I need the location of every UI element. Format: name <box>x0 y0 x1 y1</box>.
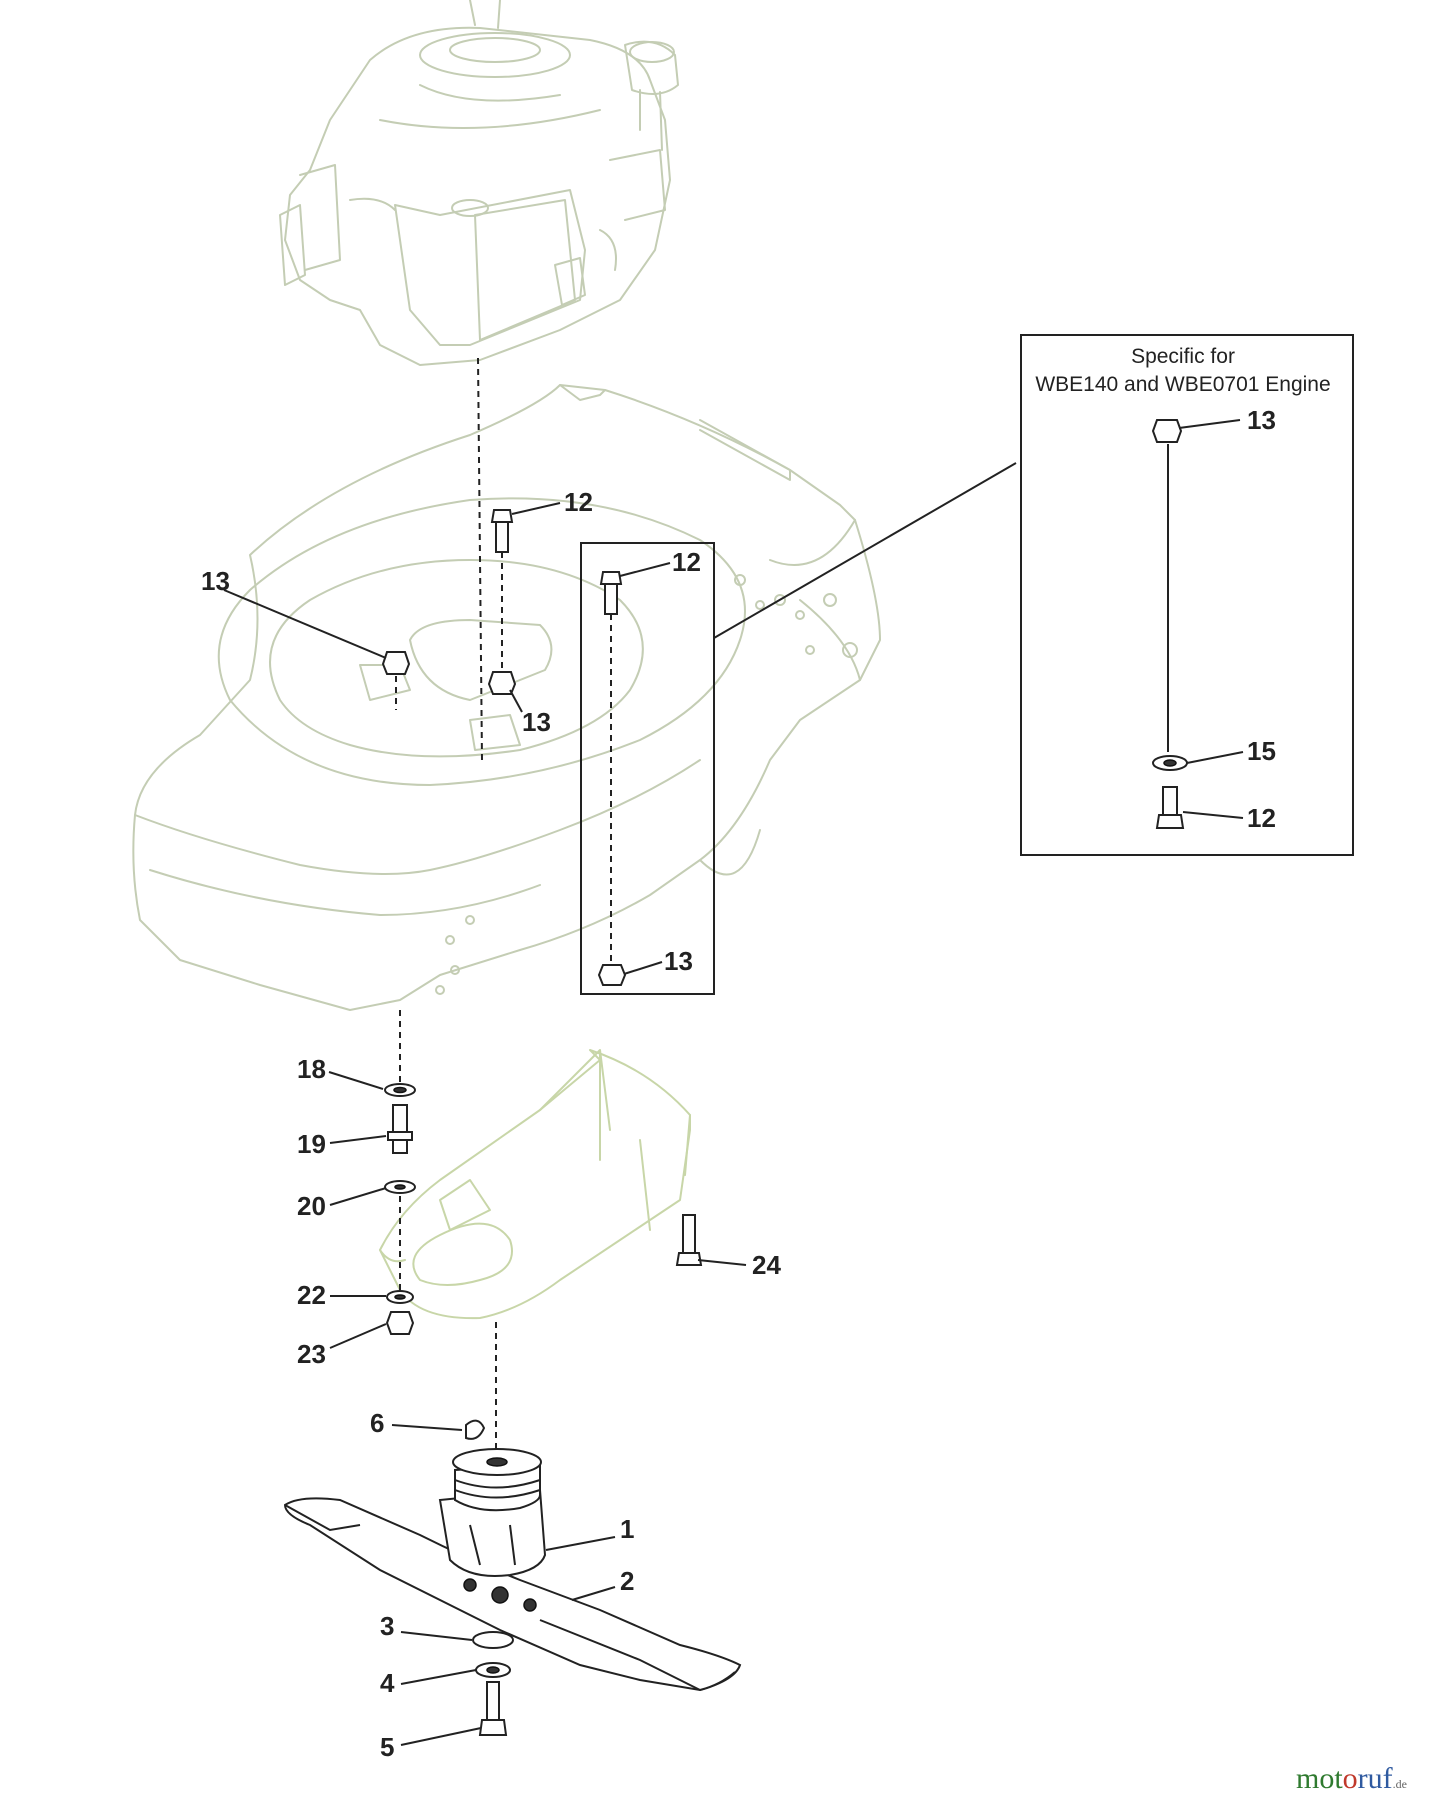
callout-leaders <box>223 419 1244 1746</box>
inset-title-line2: WBE140 and WBE0701 Engine <box>1035 373 1330 396</box>
callout-20: 20 <box>297 1191 326 1221</box>
deck-housing-illustration <box>132 384 881 1011</box>
watermark-logo: motoruf.de <box>1296 1762 1407 1795</box>
callout-22: 22 <box>297 1280 326 1310</box>
inset-callout-12: 12 <box>1247 803 1276 833</box>
callout-3: 3 <box>380 1611 394 1641</box>
callout-13-boxed: 13 <box>664 946 693 976</box>
callout-1: 1 <box>620 1514 634 1544</box>
callout-12-boxed: 12 <box>672 547 701 577</box>
engine-illustration <box>279 0 679 366</box>
callout-12-center: 12 <box>564 487 593 517</box>
alignment-lines <box>395 357 612 1450</box>
callout-labels: 12 13 13 12 13 18 19 20 22 23 24 6 1 2 3… <box>201 487 781 1762</box>
callout-4: 4 <box>380 1668 395 1698</box>
callout-6: 6 <box>370 1408 384 1438</box>
inset-title-line1: Specific for <box>1131 345 1235 368</box>
callout-23: 23 <box>297 1339 326 1369</box>
deck-hardware <box>381 419 1188 986</box>
callout-19: 19 <box>297 1129 326 1159</box>
callout-2: 2 <box>620 1566 634 1596</box>
inset-callout-15: 15 <box>1247 736 1276 766</box>
highlight-box <box>580 542 715 995</box>
callout-13-center: 13 <box>522 707 551 737</box>
baffle-illustration <box>379 1049 691 1320</box>
callout-13-left: 13 <box>201 566 230 596</box>
inset-connector-line <box>713 462 1017 639</box>
svg-text:motoruf.de: motoruf.de <box>1296 1762 1407 1795</box>
callout-24: 24 <box>752 1250 781 1280</box>
callout-5: 5 <box>380 1732 394 1762</box>
blade-assembly <box>283 1419 742 1736</box>
inset-box <box>1020 334 1354 856</box>
callout-18: 18 <box>297 1054 326 1084</box>
baffle-hardware <box>384 1083 703 1335</box>
inset-panel: Specific for WBE140 and WBE0701 Engine 1… <box>1035 345 1330 833</box>
inset-callout-13: 13 <box>1247 405 1276 435</box>
